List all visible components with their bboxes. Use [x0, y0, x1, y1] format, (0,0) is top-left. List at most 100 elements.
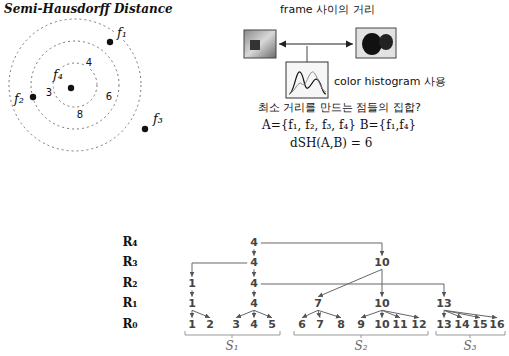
tree-arrow: [192, 263, 247, 277]
distance-number: 3: [45, 87, 53, 99]
tree-arrow: [192, 290, 193, 296]
level-label: R₃: [122, 256, 137, 270]
node-value: 4: [250, 278, 258, 291]
tree-value: 4: [248, 237, 260, 250]
node-value: 15: [472, 319, 487, 332]
tree-arrow: [361, 310, 382, 317]
tree-value: 7: [314, 319, 326, 332]
tree-value: 5: [266, 319, 278, 332]
range-circle: [31, 41, 119, 129]
tree-value: 2: [204, 319, 216, 332]
tree-value: 13: [434, 319, 453, 332]
point-label: f₁: [116, 26, 128, 41]
tree-arrow: [254, 310, 272, 317]
level-label: R₀: [122, 318, 137, 332]
tree-arrow: [382, 310, 400, 317]
frame-image: [250, 40, 260, 50]
tree-value: 4: [248, 298, 260, 311]
point-dot: [68, 85, 74, 91]
node-value: 16: [489, 319, 504, 332]
set-bracket: [185, 331, 280, 338]
tree-arrow: [302, 310, 318, 317]
node-value: 10: [374, 298, 389, 311]
tree-value: 6: [296, 319, 308, 332]
node-value: 1: [188, 278, 196, 291]
node-value: 5: [268, 319, 276, 332]
tree-arrow: [261, 243, 382, 256]
tree-arrow: [254, 269, 255, 276]
tree-arrow: [318, 310, 320, 317]
tree-arrow: [318, 310, 341, 317]
tree-value: 16: [487, 319, 506, 332]
tree-arrow: [318, 269, 382, 296]
tree-value: 14: [452, 319, 471, 332]
node-value: 11: [392, 319, 407, 332]
tree-arrow: [382, 310, 419, 317]
tree-arrow: [382, 269, 383, 296]
node-value: 1: [188, 319, 196, 332]
node-value: 7: [316, 319, 324, 332]
level-label: R₄: [122, 236, 137, 250]
point-label: f₃: [152, 112, 164, 127]
histogram-curve: [289, 72, 326, 94]
tree-value: 1: [186, 278, 198, 291]
tree-value: 12: [409, 319, 428, 332]
distance-number: 6: [105, 91, 113, 103]
set-label: S₂: [354, 340, 367, 354]
tree-value: 7: [312, 298, 324, 311]
tree-value: 4: [248, 257, 260, 270]
distance-formula: dSH(A,B) = 6: [290, 137, 372, 151]
set-label: S₃: [463, 340, 476, 354]
histogram-stem: [307, 46, 308, 62]
set-label: S₁: [225, 340, 238, 354]
tree-arrow: [254, 310, 255, 317]
node-value: 2: [206, 319, 214, 332]
tree-arrow: [382, 310, 383, 317]
point-label: f₄: [52, 68, 64, 83]
tree-value: 1: [186, 298, 198, 311]
point-dot: [107, 39, 113, 45]
tree-value: 10: [372, 319, 391, 332]
tree-arrow: [261, 284, 444, 297]
node-value: 10: [374, 257, 389, 270]
node-value: 13: [436, 298, 451, 311]
tree-value: 4: [248, 319, 260, 332]
node-value: 1: [188, 298, 196, 311]
frame-image: [356, 28, 396, 58]
range-circle: [9, 19, 141, 151]
node-value: 4: [250, 319, 258, 332]
node-value: 6: [298, 319, 306, 332]
tree-value: 9: [355, 319, 367, 332]
set-bracket: [294, 331, 428, 338]
tree-value: 10: [372, 298, 391, 311]
node-value: 4: [250, 237, 258, 250]
node-value: 13: [436, 319, 451, 332]
histogram-curve: [289, 72, 326, 94]
tree-value: 15: [470, 319, 489, 332]
tree-arrow: [254, 249, 255, 255]
distance-number: 4: [85, 57, 93, 69]
tree-value: 1: [186, 319, 198, 332]
node-value: 9: [357, 319, 365, 332]
point-dot: [30, 94, 36, 100]
tree-arrow: [236, 310, 254, 317]
node-value: 10: [374, 319, 389, 332]
tree-value: 10: [372, 257, 391, 270]
tree-value: 8: [335, 319, 347, 332]
set-bracket: [436, 331, 505, 338]
point-dot: [142, 126, 148, 132]
node-value: 12: [411, 319, 426, 332]
tree-arrow: [254, 290, 255, 296]
node-value: 4: [250, 257, 258, 270]
tree-arrow: [444, 310, 497, 317]
level-label: R₁: [122, 297, 137, 311]
node-value: 8: [337, 319, 345, 332]
node-value: 3: [232, 319, 240, 332]
node-value: 7: [314, 298, 322, 311]
tree-value: 11: [390, 319, 409, 332]
node-value: 14: [454, 319, 469, 332]
frame-image: [244, 30, 276, 58]
tree-value: 3: [230, 319, 242, 332]
tree-value: 13: [434, 298, 453, 311]
level-label: R₂: [122, 277, 137, 291]
